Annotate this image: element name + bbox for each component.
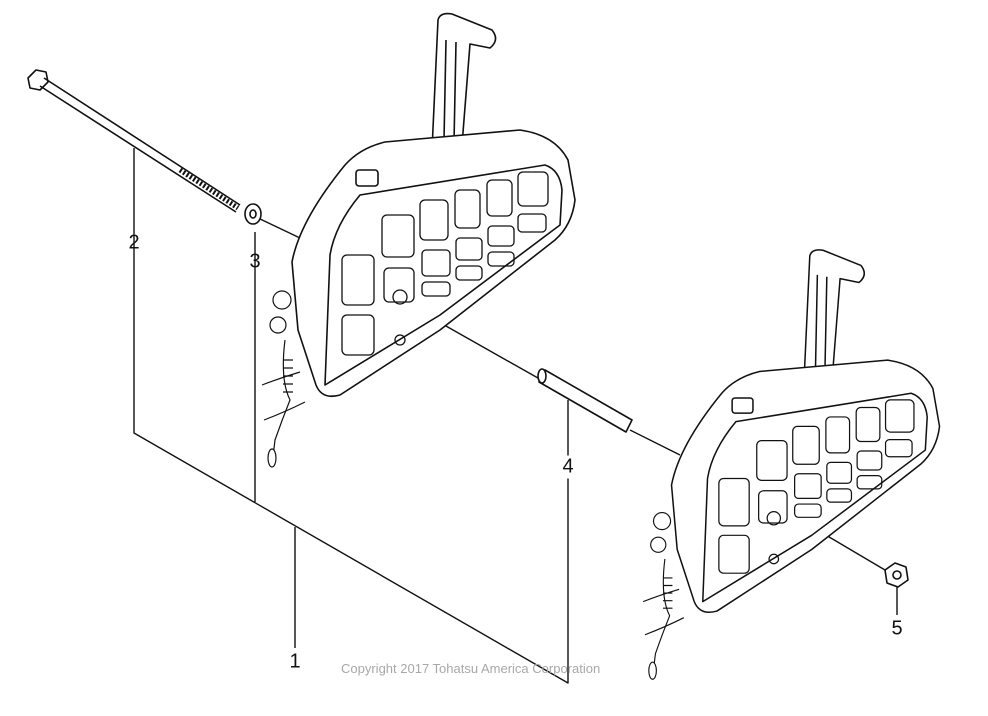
- remote-control-box-right: [642, 249, 941, 681]
- washer: [244, 203, 262, 225]
- callout-1: 1: [289, 650, 301, 673]
- callout-3: 3: [249, 250, 261, 273]
- nut: [884, 562, 909, 588]
- spacer-pin: [537, 368, 633, 433]
- copyright-notice: Copyright 2017 Tohatsu America Corporati…: [341, 661, 601, 676]
- remote-control-box-left: [261, 12, 576, 468]
- callout-4: 4: [562, 455, 574, 479]
- bolt: [27, 69, 241, 213]
- callout-2: 2: [128, 231, 140, 254]
- callout-5: 5: [891, 617, 903, 640]
